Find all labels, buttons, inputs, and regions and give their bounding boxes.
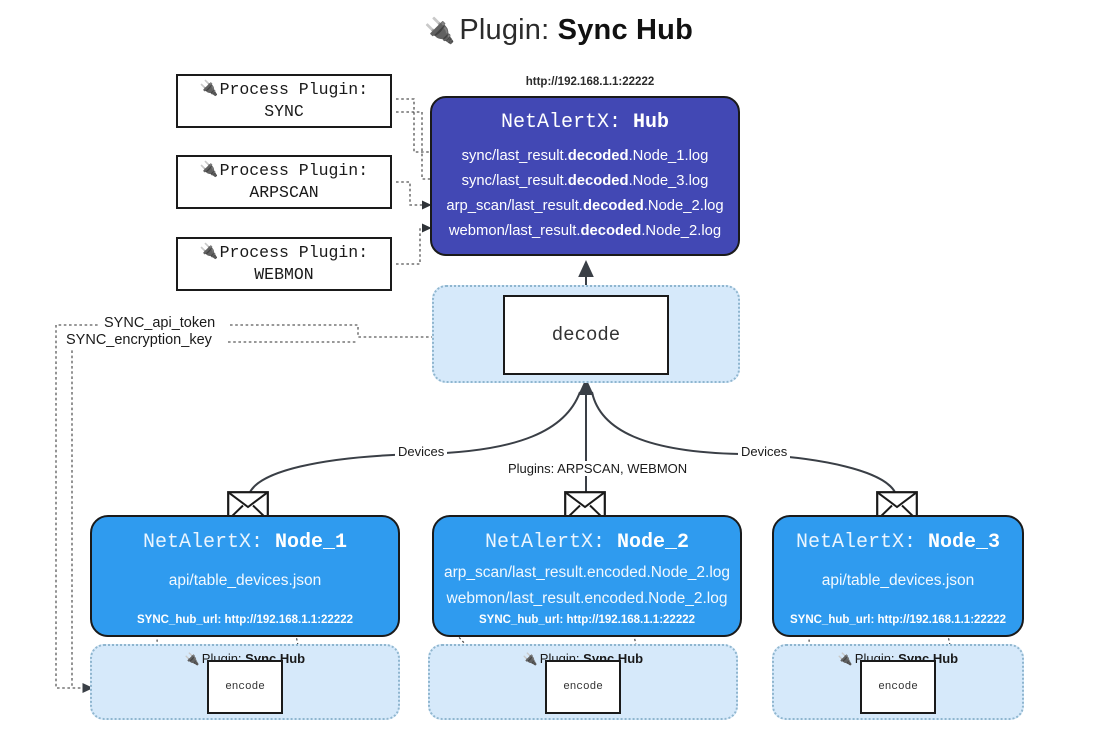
plug-icon: 🔌 <box>423 17 456 45</box>
node-box-node-2[interactable]: NetAlertX: Node_2 arp_scan/last_result.e… <box>432 515 742 637</box>
hub-log-line: webmon/last_result.decoded.Node_2.log <box>435 219 735 244</box>
node-box-node-3[interactable]: NetAlertX: Node_3 api/table_devices.json… <box>772 515 1024 637</box>
hub-log-line: sync/last_result.decoded.Node_1.log <box>435 144 735 169</box>
encode-box-node-2[interactable]: encode <box>545 660 621 714</box>
node-1-title: NetAlertX: Node_1 <box>92 531 398 554</box>
node-1-body: api/table_devices.json <box>92 568 398 594</box>
node-3-body: api/table_devices.json <box>774 568 1022 594</box>
log-post: .Node_2.log <box>643 198 724 214</box>
log-strong: decoded <box>580 223 642 239</box>
node-2-title-prefix: NetAlertX: <box>484 531 605 554</box>
node-3-title: NetAlertX: Node_3 <box>774 531 1022 554</box>
process-plugin-arpscan-line1: Process Plugin: <box>219 161 369 181</box>
hub-log-line: arp_scan/last_result.decoded.Node_2.log <box>435 194 735 219</box>
process-plugin-sync[interactable]: 🔌Process Plugin: SYNC <box>176 74 392 128</box>
node-1-line: api/table_devices.json <box>168 572 322 589</box>
process-plugin-sync-line1: Process Plugin: <box>219 80 369 100</box>
log-post: .Node_3.log <box>628 173 709 189</box>
hub-node[interactable]: NetAlertX: Hub sync/last_result.decoded.… <box>430 96 740 256</box>
decode-box[interactable]: decode <box>503 295 669 375</box>
process-plugin-webmon[interactable]: 🔌Process Plugin: WEBMON <box>176 237 392 291</box>
encode-box-node-1[interactable]: encode <box>207 660 283 714</box>
hub-title: NetAlertX: Hub <box>432 111 738 134</box>
token-label-encryption-key: SYNC_encryption_key <box>62 332 216 348</box>
plug-icon: 🔌 <box>184 652 200 666</box>
hub-url-label: http://192.168.1.1:22222 <box>525 76 655 88</box>
process-plugin-webmon-line1: Process Plugin: <box>219 243 369 263</box>
node-3-title-name: Node_3 <box>928 531 1001 554</box>
process-plugin-arpscan[interactable]: 🔌Process Plugin: ARPSCAN <box>176 155 392 209</box>
hub-title-name: Hub <box>633 111 670 134</box>
plug-icon: 🔌 <box>837 652 853 666</box>
plug-icon: 🔌 <box>522 652 538 666</box>
edge-label-plugins-center: Plugins: ARPSCAN, WEBMON <box>505 461 691 476</box>
plug-icon: 🔌 <box>199 162 219 180</box>
edge-label-devices-left: Devices <box>395 444 448 459</box>
log-pre: sync/last_result. <box>461 173 568 189</box>
node-3-hub-url: SYNC_hub_url: http://192.168.1.1:22222 <box>789 614 1007 626</box>
node-2-title-name: Node_2 <box>617 531 690 554</box>
process-plugin-sync-line2: SYNC <box>264 102 304 121</box>
node-3-title-prefix: NetAlertX: <box>795 531 916 554</box>
hub-log-line: sync/last_result.decoded.Node_3.log <box>435 169 735 194</box>
node-2-body: arp_scan/last_result.encoded.Node_2.log … <box>434 560 740 612</box>
page-title-name: Sync Hub <box>557 14 693 46</box>
node-1-title-name: Node_1 <box>275 531 348 554</box>
node-1-hub-url: SYNC_hub_url: http://192.168.1.1:22222 <box>136 614 354 626</box>
node-2-hub-url: SYNC_hub_url: http://192.168.1.1:22222 <box>478 614 696 626</box>
hub-title-prefix: NetAlertX: <box>500 111 621 134</box>
log-pre: arp_scan/last_result. <box>446 198 583 214</box>
node-2-title: NetAlertX: Node_2 <box>434 531 740 554</box>
log-pre: webmon/last_result. <box>448 223 581 239</box>
log-pre: sync/last_result. <box>461 148 568 164</box>
log-strong: decoded <box>567 173 629 189</box>
node-box-node-1[interactable]: NetAlertX: Node_1 api/table_devices.json… <box>90 515 400 637</box>
process-plugin-arpscan-line2: ARPSCAN <box>249 183 319 202</box>
node-2-line: webmon/last_result.encoded.Node_2.log <box>446 590 728 607</box>
log-post: .Node_2.log <box>641 223 722 239</box>
log-strong: decoded <box>567 148 629 164</box>
page-title: 🔌Plugin: Sync Hub <box>0 14 1117 47</box>
plug-icon: 🔌 <box>199 244 219 262</box>
node-3-line: api/table_devices.json <box>821 572 975 589</box>
log-post: .Node_1.log <box>628 148 709 164</box>
hub-log-list: sync/last_result.decoded.Node_1.log sync… <box>432 144 738 244</box>
token-label-api-token: SYNC_api_token <box>100 315 220 331</box>
node-2-line: arp_scan/last_result.encoded.Node_2.log <box>443 564 731 581</box>
log-strong: decoded <box>582 198 644 214</box>
edge-label-devices-right: Devices <box>738 444 791 459</box>
encode-box-node-3[interactable]: encode <box>860 660 936 714</box>
plug-icon: 🔌 <box>199 81 219 99</box>
page-title-prefix: Plugin: <box>459 14 550 46</box>
process-plugin-webmon-line2: WEBMON <box>254 265 314 284</box>
node-1-title-prefix: NetAlertX: <box>142 531 263 554</box>
